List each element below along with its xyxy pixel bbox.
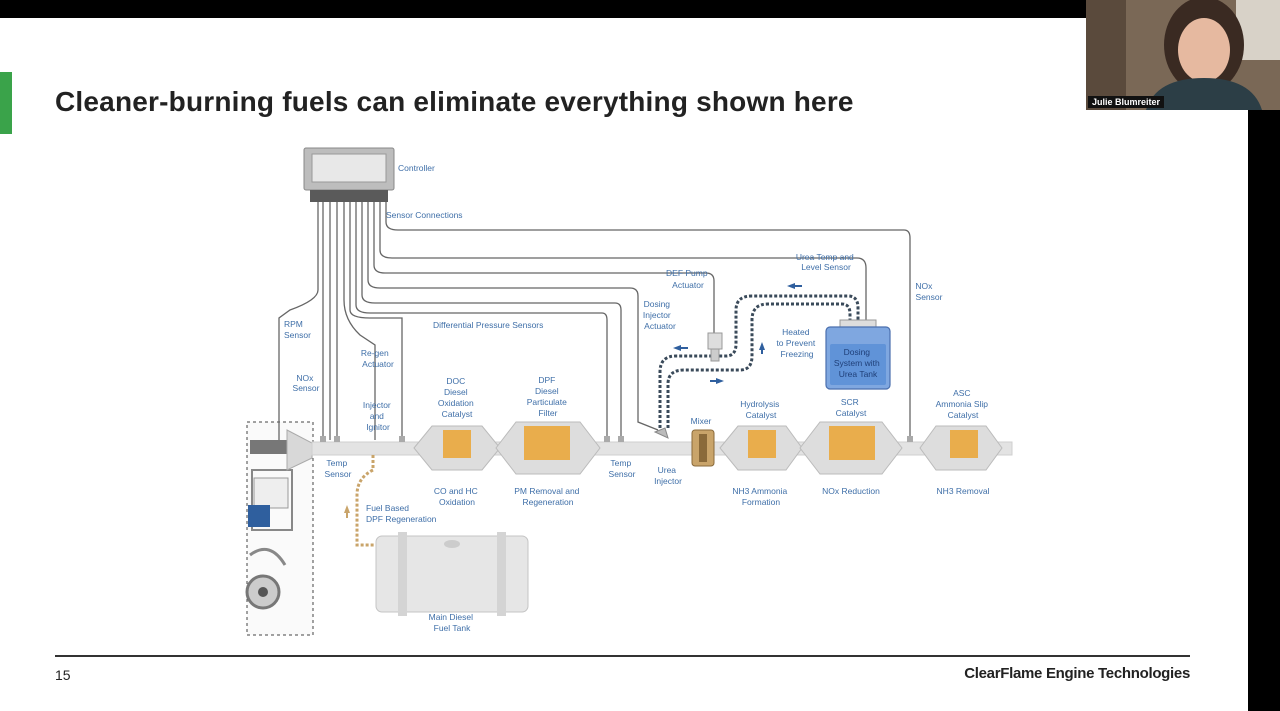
controller-label: Controller <box>398 163 435 173</box>
pm-removal-label: PM Removal and Regeneration <box>514 486 582 507</box>
nh3-removal-label: NH3 Removal <box>937 486 990 496</box>
dosing-system-label: Dosing System with Urea Tank <box>834 347 882 379</box>
sensor-wires <box>278 202 911 440</box>
nox-sensor-right-label: NOx Sensor <box>915 281 942 302</box>
def-pump-actuator <box>707 332 723 362</box>
asc-catalyst <box>919 425 1003 471</box>
temp-sensor-left-label: Temp Sensor <box>325 458 352 479</box>
asc-label: ASC Ammonia Slip Catalyst <box>936 388 991 420</box>
fuel-regen-label: Fuel Based DPF Regeneration <box>366 503 437 524</box>
presentation-slide: Cleaner-burning fuels can eliminate ever… <box>0 18 1248 711</box>
engine-block <box>245 421 314 636</box>
page-number: 15 <box>55 667 71 683</box>
heated-label: Heated to Prevent Freezing <box>776 327 817 359</box>
mixer-label: Mixer <box>691 416 712 426</box>
speaker-name-tag: Julie Blumreiter <box>1088 96 1165 108</box>
nox-reduction-label: NOx Reduction <box>822 486 880 496</box>
urea-temp-sensor-label: Urea Temp and Level Sensor <box>796 252 856 272</box>
title-accent-bar <box>0 72 12 134</box>
dpf-label: DPF Diesel Particulate Filter <box>527 375 570 418</box>
dosing-injector-label: Dosing Injector Actuator <box>643 299 676 331</box>
doc-catalyst <box>413 425 501 471</box>
differential-pressure-label: Differential Pressure Sensors <box>433 320 543 330</box>
injector-ignitor-label: Injector and Ignitor <box>363 400 393 432</box>
regen-actuator-label: Re-gen Actuator <box>361 348 394 369</box>
fuel-tank-label: Main Diesel Fuel Tank <box>429 612 476 633</box>
dpf-filter <box>495 421 601 475</box>
footer-divider <box>55 655 1190 657</box>
company-brand: ClearFlame Engine Technologies <box>964 665 1190 682</box>
flow-arrows <box>673 283 802 384</box>
nh3-formation-label: NH3 Ammonia Formation <box>732 486 789 507</box>
dosing-urea-tank <box>825 319 891 390</box>
rpm-sensor-label: RPM Sensor <box>284 319 311 340</box>
fuel-arrow <box>344 505 350 513</box>
fuel-regen-line <box>355 455 376 547</box>
sensor-connections-label: Sensor Connections <box>386 210 463 220</box>
temp-sensor-mid-label: Temp Sensor <box>609 458 636 479</box>
def-pump-label: DEF Pump Actuator <box>666 268 710 290</box>
urea-injector <box>653 427 669 439</box>
urea-injector-label: Urea Injector <box>654 465 682 486</box>
nox-sensor-left-label: NOx Sensor <box>293 373 320 393</box>
speaker-avatar <box>1086 0 1280 110</box>
doc-label: DOC Diesel Oxidation Catalyst <box>438 376 476 419</box>
main-fuel-tank <box>375 532 529 616</box>
participant-video-tile[interactable]: Julie Blumreiter <box>1086 0 1280 110</box>
scr-catalyst <box>799 421 903 475</box>
mixer <box>691 429 715 467</box>
hydrolysis-label: Hydrolysis Catalyst <box>740 399 782 420</box>
urea-heated-lines <box>658 294 860 428</box>
slide-title: Cleaner-burning fuels can eliminate ever… <box>55 86 854 117</box>
pipe-sensors <box>320 436 913 442</box>
scr-label: SCR Catalyst <box>836 397 867 418</box>
hydrolysis-catalyst <box>719 425 803 471</box>
co-hc-label: CO and HC Oxidation <box>434 486 480 507</box>
controller-unit <box>303 147 395 202</box>
turbo-outlet <box>286 429 313 471</box>
exhaust-aftertreatment-diagram: Controller Sensor Connections Urea Temp … <box>245 147 1013 636</box>
